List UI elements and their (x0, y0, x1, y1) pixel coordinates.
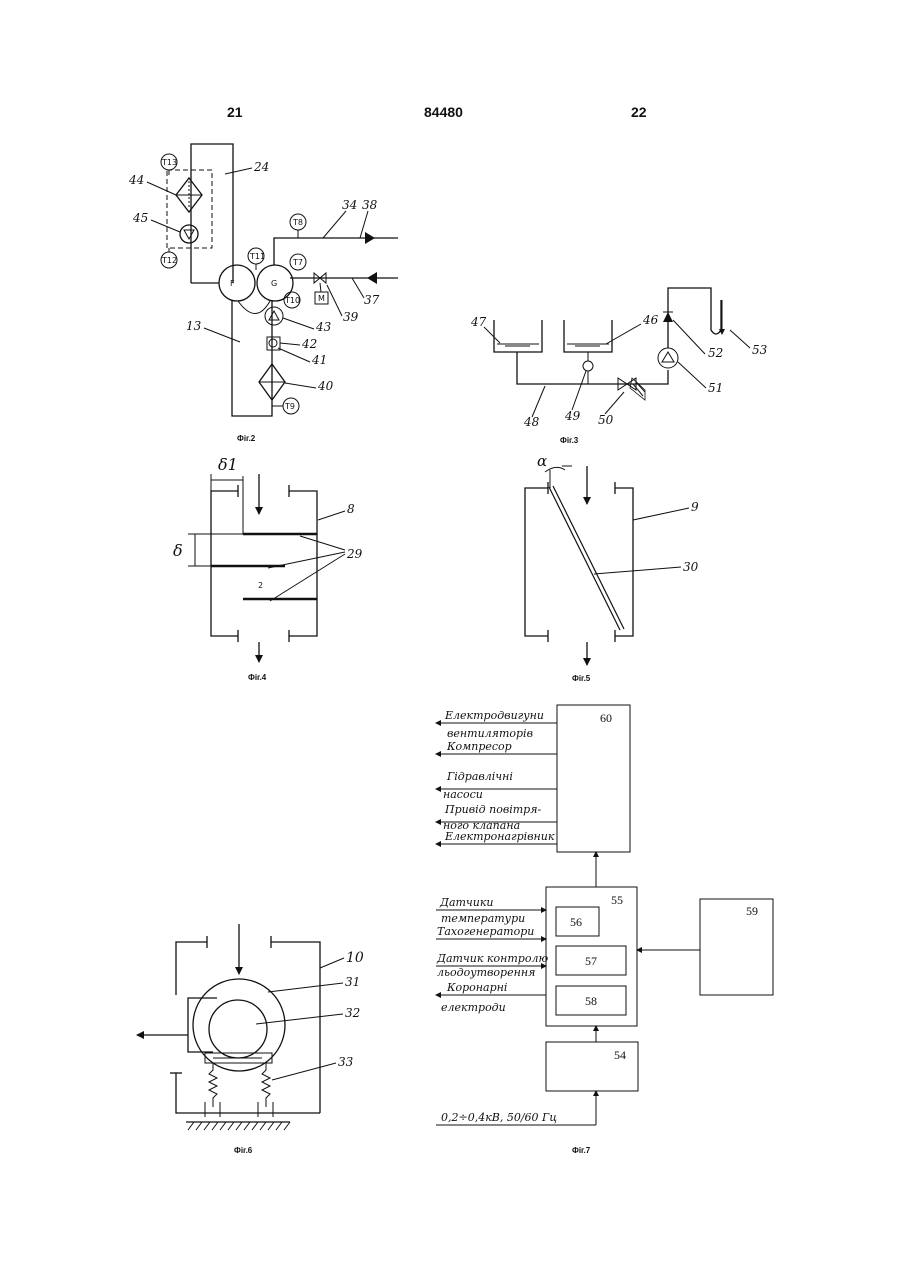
sensor-t9: T9 (284, 402, 295, 411)
fig3-caption: Фіг.3 (560, 436, 579, 445)
fig6-label-33: 33 (338, 1055, 354, 1069)
fig4-diagram: δ1 δ 8 29 2 Фіг.4 (173, 455, 363, 682)
input-temperature: температури (441, 912, 525, 925)
block-54-label: 54 (614, 1048, 626, 1062)
power-supply-label: 0,2÷0,4кВ, 50/60 Гц (441, 1111, 557, 1124)
motor-m: M (318, 294, 325, 303)
fig5-label-alpha: α (537, 452, 547, 470)
block-59-label: 59 (746, 904, 758, 918)
fig5-diagram: α 9 30 Фіг.5 (525, 452, 699, 683)
fig6-caption: Фіг.6 (234, 1146, 253, 1155)
block-60-label: 60 (600, 711, 612, 725)
fig5-caption: Фіг.5 (572, 674, 591, 683)
fig3-label-46: 46 (642, 313, 659, 327)
output-fans: вентиляторів (447, 727, 533, 740)
input-ice-control-sensor: Датчик контролю (436, 952, 548, 965)
output-hydraulic: Гідравлічні (446, 770, 513, 783)
fig3-diagram: 47 46 48 49 50 51 52 53 Фіг.3 (470, 288, 768, 445)
sensor-t8: T8 (292, 218, 303, 227)
fig2-label-43: 43 (315, 320, 332, 334)
fig4-label-2: 2 (258, 581, 263, 590)
fig4-label-delta: δ (173, 541, 183, 560)
fig3-label-50: 50 (598, 413, 614, 427)
fig2-label-41: 41 (311, 353, 327, 367)
fig5-label-9: 9 (691, 500, 699, 514)
fig2-caption: Фіг.2 (237, 434, 256, 443)
fig3-label-52: 52 (708, 346, 723, 360)
sensor-t7: T7 (292, 258, 303, 267)
svg-text:F: F (230, 279, 235, 288)
fig2-label-38: 38 (362, 198, 378, 212)
block-55-label: 55 (611, 893, 623, 907)
fig2-label-42: 42 (301, 337, 317, 351)
fig7-diagram: 60 55 56 57 58 59 54 Електродвигуни вент… (436, 705, 773, 1155)
fig7-caption: Фіг.7 (572, 1146, 591, 1155)
fig2-label-13: 13 (186, 319, 202, 333)
input-tachogenerators: Тахогенератори (437, 925, 534, 938)
block-60 (557, 705, 630, 852)
fig2-label-44: 44 (128, 173, 144, 187)
output-electrodes: електроди (441, 1001, 506, 1014)
fig2-label-40: 40 (317, 379, 334, 393)
fig6-label-31: 31 (345, 975, 360, 989)
fig3-label-48: 48 (523, 415, 540, 429)
fig2-diagram: T13 T12 F G T11 T8 T7 T10 T9 (128, 144, 398, 443)
sensor-t12: T12 (161, 256, 177, 265)
fig6-label-10: 10 (346, 950, 364, 966)
fig6-diagram: 10 31 32 33 Фіг.6 (137, 924, 364, 1155)
fig2-label-24: 24 (253, 160, 269, 174)
output-air-valve-drive: Привід повітря- (444, 803, 541, 816)
fig6-label-32: 32 (345, 1006, 360, 1020)
fig2-label-45: 45 (132, 211, 148, 225)
input-ice-formation: льодоутворення (437, 966, 535, 979)
fig4-label-delta1: δ1 (218, 455, 238, 474)
fig3-label-49: 49 (564, 409, 581, 423)
sensor-t10: T10 (284, 296, 300, 305)
fig2-label-37: 37 (364, 293, 380, 307)
output-heater: Електронагрівник (444, 830, 555, 843)
svg-text:G: G (271, 279, 277, 288)
output-compressor: Компресор (446, 740, 512, 753)
output-corona: Коронарні (446, 981, 507, 994)
output-pumps: насоси (443, 788, 483, 801)
sensor-t13: T13 (161, 158, 177, 167)
fig3-label-51: 51 (708, 381, 723, 395)
fig2-label-39: 39 (343, 310, 359, 324)
fig2-label-34: 34 (342, 198, 357, 212)
block-57-label: 57 (585, 954, 597, 968)
block-56-label: 56 (570, 915, 582, 929)
input-sensors: Датчики (439, 896, 494, 909)
fig4-label-29: 29 (346, 547, 363, 561)
block-59 (700, 899, 773, 995)
fig5-label-30: 30 (683, 560, 699, 574)
fig3-label-53: 53 (752, 343, 768, 357)
block-58-label: 58 (585, 994, 597, 1008)
sensor-t11: T11 (249, 252, 265, 261)
fig4-caption: Фіг.4 (248, 673, 267, 682)
output-fan-motors: Електродвигуни (444, 709, 544, 722)
fig4-label-8: 8 (347, 502, 355, 516)
